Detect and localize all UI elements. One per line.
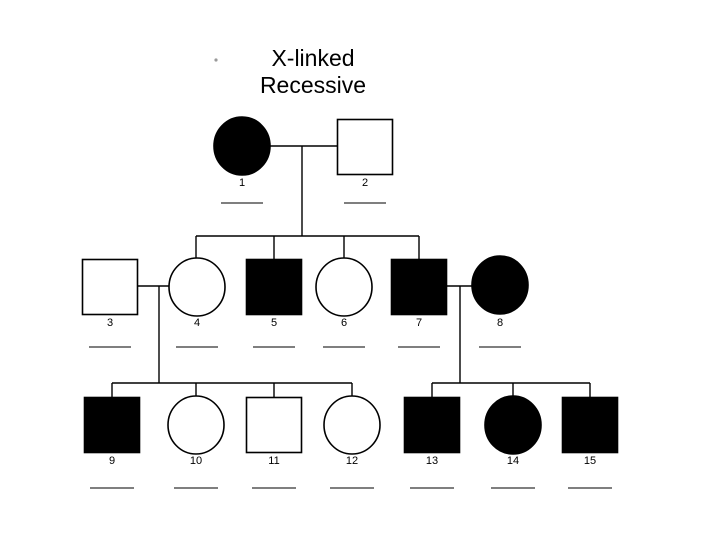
individual-label-1: 1 (239, 177, 245, 189)
individual-symbol-3[interactable] (81, 258, 139, 316)
individual-label-10: 10 (190, 455, 202, 467)
individual-symbol-1[interactable] (213, 116, 271, 176)
individual-symbol-12[interactable] (323, 395, 381, 455)
individual-symbol-2[interactable] (336, 118, 394, 176)
genotype-blanks-group (89, 202, 612, 489)
chart-title-line-2: Recessive (260, 72, 366, 98)
individual-label-3: 3 (107, 317, 113, 329)
individual-symbol-6[interactable] (315, 257, 373, 317)
individual-symbol-14[interactable] (484, 395, 542, 455)
individual-label-6: 6 (341, 317, 347, 329)
individual-label-2: 2 (362, 177, 368, 189)
individual-label-9: 9 (109, 455, 115, 467)
individual-label-13: 13 (426, 455, 438, 467)
individual-symbol-5[interactable] (245, 258, 303, 316)
individual-label-14: 14 (507, 455, 519, 467)
individual-symbol-7[interactable] (390, 258, 448, 316)
individual-label-11: 11 (268, 455, 279, 467)
individual-label-7: 7 (416, 317, 422, 329)
individual-label-4: 4 (194, 317, 200, 329)
individual-symbol-4[interactable] (168, 257, 226, 317)
individual-symbol-10[interactable] (167, 395, 225, 455)
stray-speck-icon (214, 58, 218, 62)
individual-label-12: 12 (346, 455, 358, 467)
individual-label-5: 5 (271, 317, 277, 329)
individual-symbol-13[interactable] (403, 396, 461, 454)
individual-symbol-8[interactable] (471, 255, 529, 315)
chart-title-line-1: X-linked (271, 45, 354, 71)
individual-symbol-11[interactable] (245, 396, 303, 454)
individual-label-15: 15 (584, 455, 596, 467)
individual-symbols-group (81, 116, 619, 455)
individual-label-8: 8 (497, 317, 503, 329)
individual-symbol-15[interactable] (561, 396, 619, 454)
connector-lines-group (111, 145, 591, 398)
individual-symbol-9[interactable] (83, 396, 141, 454)
